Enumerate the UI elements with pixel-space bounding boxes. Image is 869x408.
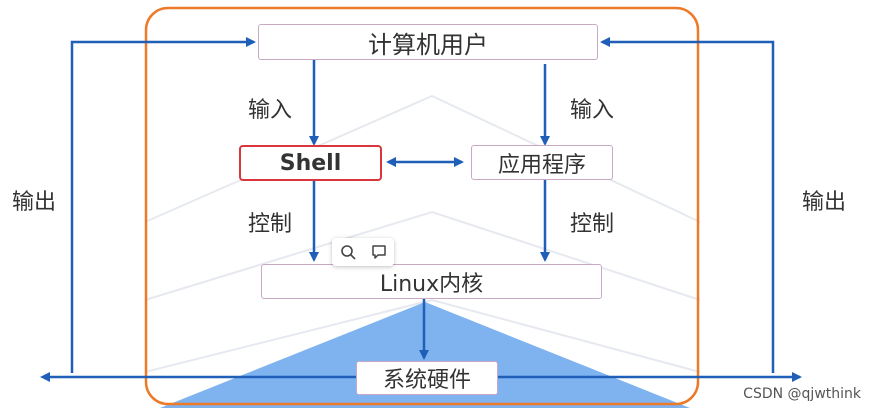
search-icon[interactable] xyxy=(338,242,358,262)
floating-toolbar xyxy=(332,238,394,266)
label-control-right: 控制 xyxy=(570,212,615,237)
layer-chevron-inner xyxy=(144,298,701,373)
watermark: CSDN @qjwthink xyxy=(743,386,861,402)
node-shell-label: Shell xyxy=(279,150,342,176)
layer-chevron-outer xyxy=(144,94,701,223)
label-output-left: 输出 xyxy=(12,190,57,215)
node-hardware: 系统硬件 xyxy=(356,361,498,395)
arrow-output-left xyxy=(70,37,256,373)
arrow-output-right xyxy=(600,37,775,373)
node-hardware-label: 系统硬件 xyxy=(382,368,471,393)
comment-icon[interactable] xyxy=(369,242,389,262)
node-linux-kernel-label: Linux内核 xyxy=(379,271,484,297)
label-input-left: 输入 xyxy=(248,98,293,123)
node-computer-user: 计算机用户 xyxy=(258,24,598,60)
layer-chevron-middle xyxy=(144,210,701,301)
node-application: 应用程序 xyxy=(471,145,613,180)
node-application-label: 应用程序 xyxy=(497,152,586,178)
node-linux-kernel: Linux内核 xyxy=(261,264,602,299)
shell-frame xyxy=(144,6,700,406)
label-input-right: 输入 xyxy=(570,98,615,123)
label-control-left: 控制 xyxy=(248,212,293,237)
node-computer-user-label: 计算机用户 xyxy=(368,30,488,59)
node-shell: Shell xyxy=(239,145,382,181)
label-output-right: 输出 xyxy=(802,190,847,215)
